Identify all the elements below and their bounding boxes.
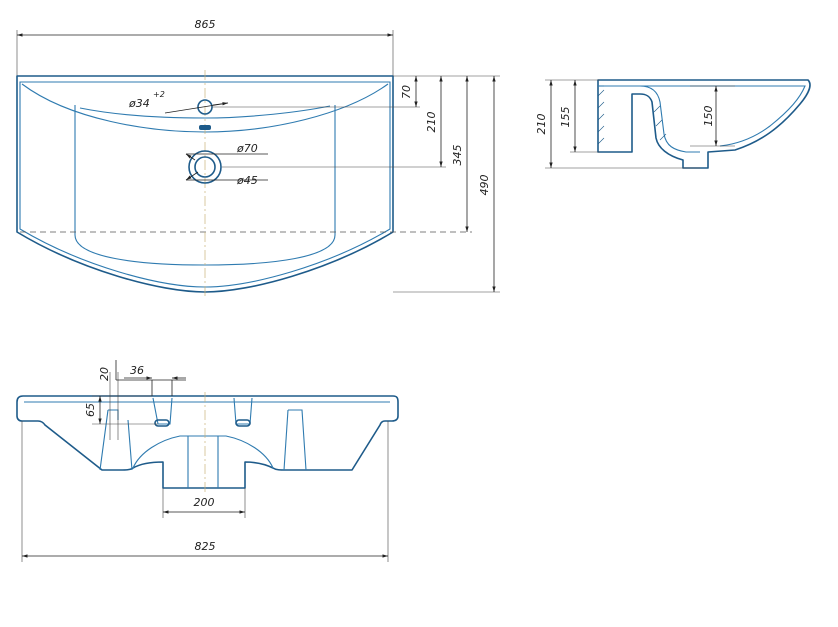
overall-width-dimension: 825 [21,421,389,562]
dim-65: 65 [84,403,97,417]
dim-210: 210 [425,112,438,133]
left-slot [154,419,170,427]
section-dim-150: 150 [702,106,715,127]
front-small-dimensions: 20 36 65 [84,360,186,440]
tap-hole-tolerance: +2 [153,90,165,99]
right-slot [235,419,251,427]
top-view: 865 ø34 +2 ø70 ø45 [16,18,500,296]
section-hatch [597,89,667,145]
section-dim-210: 210 [535,114,548,135]
front-outline [16,395,399,489]
drain-hole: ø70 ø45 [185,142,268,187]
tap-hole-label: ø34 [128,97,150,110]
width-dimension: 865 [16,18,394,76]
tap-hole: ø34 +2 [128,90,229,130]
drain-outer-label: ø70 [236,142,258,155]
dim-345: 345 [451,145,464,166]
drain-inner-label: ø45 [236,174,258,187]
side-section: 210 155 150 [535,79,811,169]
width-value: 865 [195,18,216,31]
dim-36: 36 [130,364,144,377]
front-view: 20 36 65 200 825 [16,360,399,562]
dim-70: 70 [400,85,413,99]
dim-20: 20 [98,367,111,381]
dim-490: 490 [478,175,491,196]
dim-825: 825 [195,540,216,553]
dim-200: 200 [194,496,215,509]
depth-dimensions: 70 210 345 490 [212,75,500,293]
overflow-slot [199,125,211,130]
drain-width-dimension: 200 [162,488,246,518]
section-dim-155: 155 [559,107,572,128]
